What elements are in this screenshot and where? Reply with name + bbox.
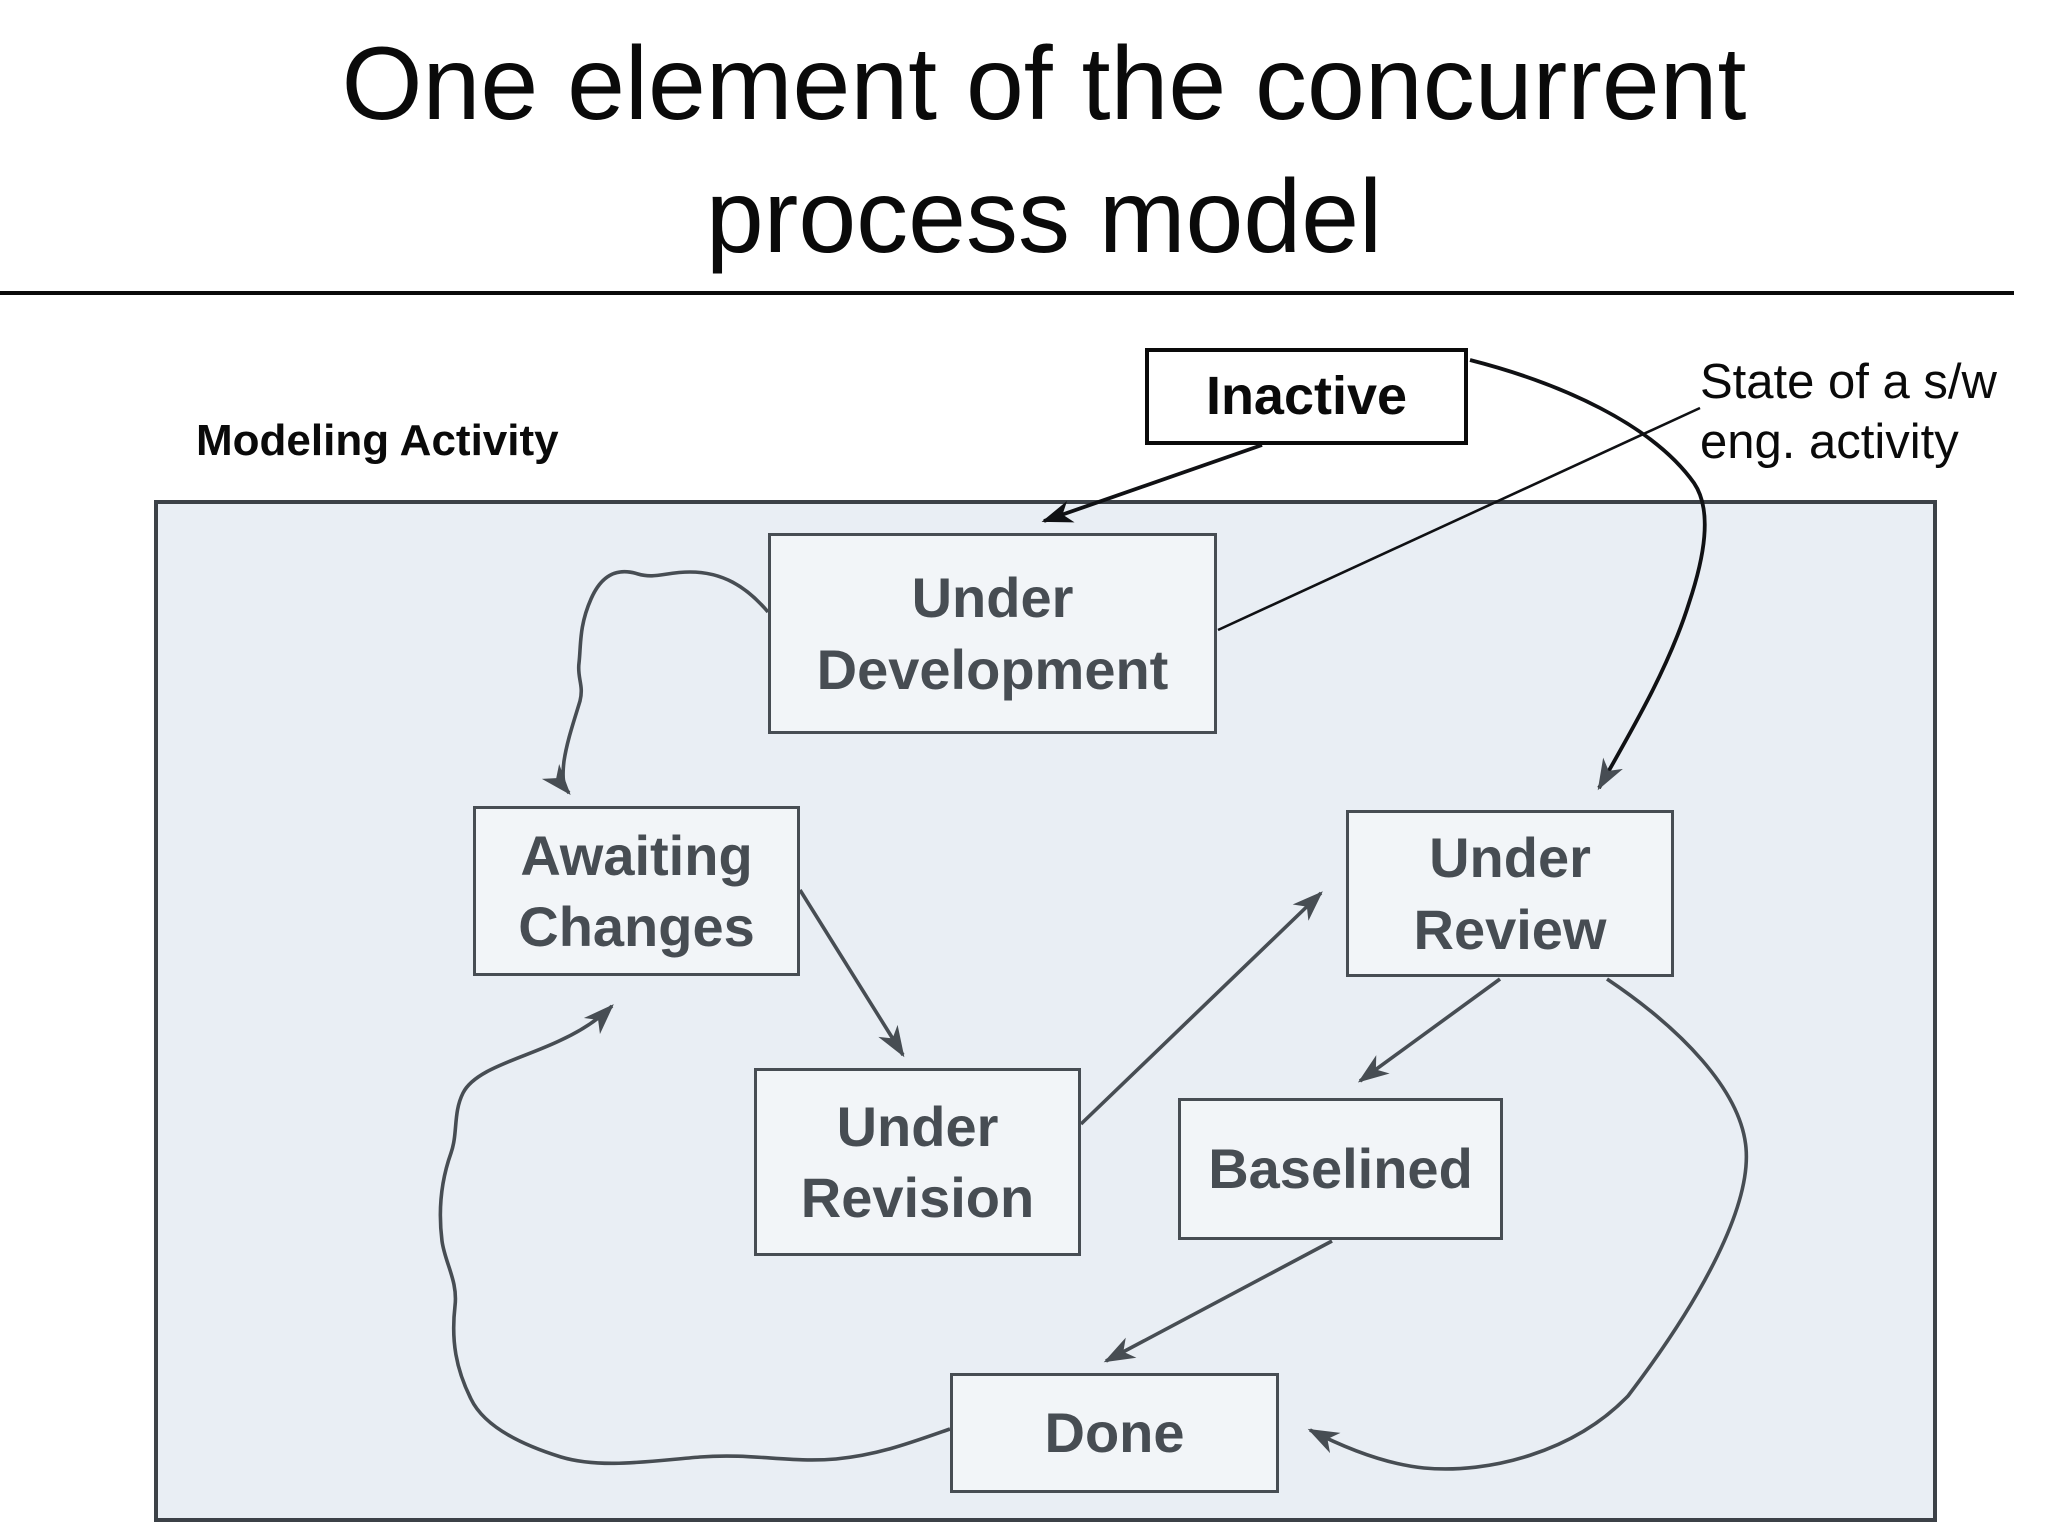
- state-box-under-revision: Under Revision: [754, 1068, 1081, 1256]
- state-box-baselined: Baselined: [1178, 1098, 1503, 1240]
- state-box-inactive: Inactive: [1145, 348, 1468, 445]
- slide-title: One element of the concurrent process mo…: [341, 26, 1747, 276]
- modeling-activity-label: Modeling Activity: [196, 416, 559, 465]
- title-divider-line: [0, 291, 2014, 295]
- state-label: Under Development: [816, 566, 1169, 701]
- state-label: Inactive: [1205, 366, 1408, 427]
- state-label: Awaiting Changes: [518, 823, 755, 958]
- state-label: Done: [1044, 1401, 1185, 1465]
- annotation-state-note: State of a s/w eng. activity: [1700, 355, 1997, 470]
- state-box-awaiting-changes: Awaiting Changes: [473, 806, 800, 976]
- state-box-under-development: Under Development: [768, 533, 1217, 734]
- state-label: Under Review: [1413, 826, 1607, 961]
- state-label: Under Revision: [800, 1094, 1035, 1229]
- state-label: Baselined: [1208, 1137, 1473, 1201]
- state-box-under-review: Under Review: [1346, 810, 1674, 977]
- state-box-done: Done: [950, 1373, 1279, 1493]
